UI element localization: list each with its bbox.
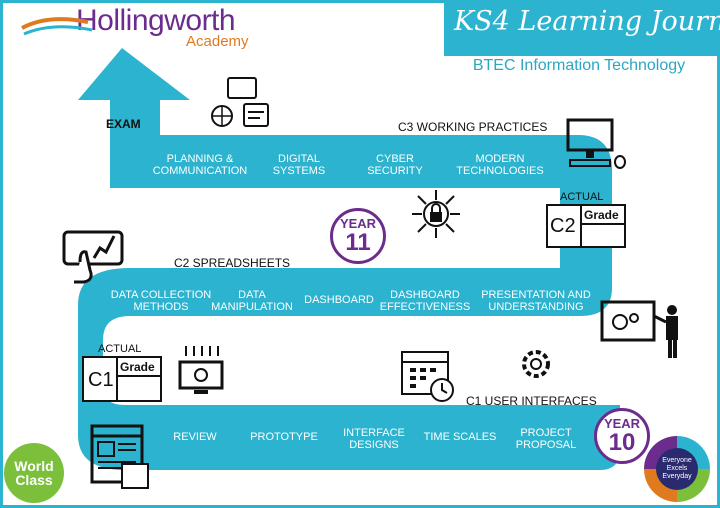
year-11-badge: YEAR 11: [330, 208, 386, 264]
topic-data-collection: DATA COLLECTION METHODS: [110, 289, 212, 313]
world-class-line1: World: [14, 458, 54, 474]
c1-grade-code: C1: [88, 369, 114, 391]
everyone-excels-badge: Everyone Excels Everyday: [656, 448, 698, 490]
processor-monitor-icon: [178, 346, 224, 394]
topic-planning: PLANNING & COMMUNICATION: [152, 153, 248, 177]
security-lock-icon: [412, 190, 460, 238]
page-subtitle: BTEC Information Technology: [472, 57, 686, 74]
excels-line2: Excels: [666, 465, 688, 472]
communication-icon: [211, 77, 269, 127]
calendar-clock-icon: [401, 351, 454, 402]
c2-grade-divider: [580, 206, 582, 246]
interface-design-icon: [90, 424, 149, 489]
c2-grade-divider-h: [580, 223, 624, 225]
year-10-badge: YEAR 10: [594, 408, 650, 464]
topic-prototype: PROTOTYPE: [250, 431, 318, 443]
topic-project-proposal: PROJECT PROPOSAL: [515, 427, 577, 451]
topic-presentation: PRESENTATION AND UNDERSTANDING: [481, 289, 591, 313]
topic-digital-systems: DIGITAL SYSTEMS: [272, 153, 326, 177]
gears-icon: [522, 350, 550, 378]
topic-interface-designs: INTERFACE DESIGNS: [343, 427, 405, 451]
excels-line3: Everyday: [662, 473, 692, 480]
c1-heading: C1 USER INTERFACES: [466, 394, 597, 408]
c2-grade-box: C2 Grade: [546, 204, 626, 248]
c2-actual-label: ACTUAL: [560, 191, 604, 203]
topic-time-scales: TIME SCALES: [423, 431, 497, 443]
computer-icon: [566, 118, 626, 169]
exam-label: EXAM: [106, 117, 141, 131]
year-11-label: YEAR: [339, 216, 377, 231]
topic-dashboard-effectiveness: DASHBOARD EFFECTIVENESS: [379, 289, 471, 313]
topic-review: REVIEW: [173, 431, 217, 443]
school-logo-academy: Academy: [186, 33, 249, 50]
year-11-number: 11: [345, 229, 371, 256]
topic-dashboard: DASHBOARD: [304, 294, 374, 306]
world-class-line2: Class: [15, 472, 53, 488]
c3-heading: C3 WORKING PRACTICES: [398, 120, 548, 134]
year-10-number: 10: [608, 429, 636, 456]
school-logo-name: Hollingworth: [76, 4, 236, 37]
logo-swoosh-icon: [21, 17, 93, 36]
c2-grade-code: C2: [550, 215, 576, 237]
title-banner: [444, 0, 720, 56]
c1-grade-divider: [116, 358, 118, 400]
road-path: [78, 48, 620, 470]
presenter-icon: [600, 300, 678, 358]
topic-data-manipulation: DATA MANIPULATION: [211, 289, 293, 313]
excels-line1: Everyone: [662, 457, 692, 464]
c1-grade-box: C1 Grade: [82, 356, 162, 402]
world-class-badge: World Class: [4, 443, 64, 503]
c1-grade-label: Grade: [120, 360, 155, 374]
topic-modern-technologies: MODERN TECHNOLOGIES: [456, 153, 544, 177]
page-title: KS4 Learning Journey: [454, 6, 720, 37]
topic-cyber-security: CYBER SECURITY: [367, 153, 423, 177]
tablet-chart-icon: [62, 230, 124, 284]
c1-actual-label: ACTUAL: [98, 343, 142, 355]
c2-grade-label: Grade: [584, 208, 619, 222]
year-10-label: YEAR: [603, 416, 641, 431]
c2-heading: C2 SPREADSHEETS: [174, 256, 291, 270]
c1-grade-divider-h: [116, 375, 160, 377]
